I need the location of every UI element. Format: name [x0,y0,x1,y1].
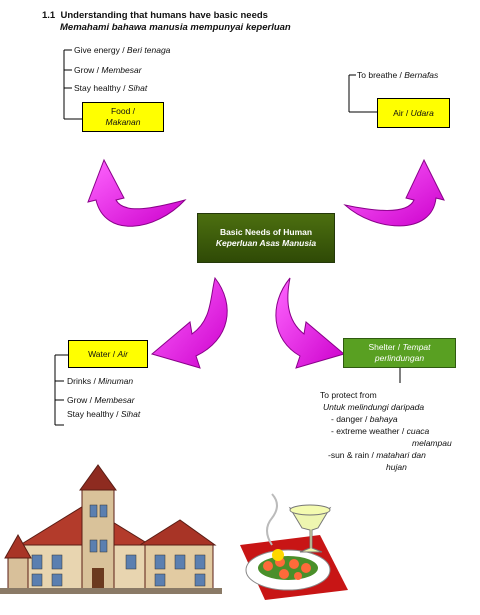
water-item-drinks-ms: Minuman [98,376,134,386]
food-item-healthy-en: Stay healthy / [74,83,128,93]
arrow-to-shelter [275,277,346,369]
food-item-grow-en: Grow / [74,65,102,75]
food-platter-clipart-icon [240,493,348,600]
center-title: Basic Needs of Human [219,227,313,237]
shelter-label-ms: Tempat [402,342,431,352]
page-header: 1.1 Understanding that humans have basic… [42,10,291,34]
shelter-item-danger-en: - danger / [331,414,370,424]
food-item-healthy-ms: Sihat [127,83,148,93]
shelter-item-sun-rain-ms2: hujan [386,462,407,472]
food-item-healthy: Stay healthy / Sihat [74,83,147,94]
water-item-drinks-en: Drinks / [67,376,99,386]
water-item-grow: Grow / Membesar [67,395,135,406]
shelter-intro-ms: Untuk melindungi daripada [323,402,424,413]
shelter-intro-ms-text: Untuk melindungi daripada [323,402,425,412]
food-item-energy-en: Give energy / [74,45,127,55]
shelter-intro-en: To protect from [320,390,377,400]
shelter-label-ms2: perlindungan [374,353,425,363]
air-label-en: Air / [393,107,411,118]
arrow-to-water [150,276,228,369]
food-item-grow: Grow / Membesar [74,65,142,76]
header-line-1: 1.1 Understanding that humans have basic… [42,10,291,22]
shelter-item-danger-ms: bahaya [369,414,398,424]
water-item-healthy: Stay healthy / Sihat [67,409,140,420]
shelter-item-weather-en: - extreme weather / [331,426,407,436]
shelter-item-weather-ms: cuaca [406,426,430,436]
air-item-breathe-ms: Bernafas [404,70,439,80]
shelter-item-sun-rain-cont: hujan [386,462,407,473]
food-item-energy: Give energy / Beri tenaga [74,45,170,56]
shelter-item-sun-rain-ms: matahari dan [376,450,426,460]
header-number: 1.1 [42,10,56,21]
food-label-ms: Makanan [105,117,141,127]
food-bracket [63,49,82,120]
water-label-en: Water / [88,348,118,359]
air-label: Air / Udara [393,108,434,119]
arrow-to-food [87,158,187,227]
water-box: Water / Air [68,340,148,368]
air-item-breathe: To breathe / Bernafas [357,70,438,81]
shelter-item-danger: - danger / bahaya [331,414,398,425]
air-label-ms: Udara [410,107,434,118]
water-item-healthy-en: Stay healthy / [67,409,121,419]
water-label-ms: Air [117,348,128,359]
water-bracket [54,354,68,426]
shelter-label-en: Shelter / [368,342,403,352]
shelter-item-weather-cont: melampau [412,438,452,449]
shelter-label: Shelter / Tempat [368,342,430,353]
water-item-grow-ms: Membesar [94,395,135,405]
water-item-grow-en: Grow / [67,395,95,405]
air-bracket [348,74,377,113]
shelter-item-sun-rain: -sun & rain / matahari dan [328,450,426,461]
header-title: Understanding that humans have basic nee… [60,10,268,21]
shelter-item-weather-ms2: melampau [412,438,452,448]
food-label-en: Food / [110,106,136,116]
shelter-item-weather: - extreme weather / cuaca [331,426,429,437]
food-box: Food / Makanan [82,102,164,132]
shelter-box: Shelter / Tempat perlindungan [343,338,456,368]
air-item-breathe-en: To breathe / [357,70,405,80]
food-item-grow-ms: Membesar [101,65,142,75]
center-box: Basic Needs of Human Keperluan Asas Manu… [197,213,335,263]
center-subtitle: Keperluan Asas Manusia [215,238,317,248]
house-clipart-icon [0,464,222,594]
header-subtitle: Memahami bahawa manusia mempunyai keperl… [60,22,291,33]
water-item-drinks: Drinks / Minuman [67,376,133,387]
air-box: Air / Udara [377,98,450,128]
arrow-to-air [343,158,445,227]
shelter-item-sun-rain-en: -sun & rain / [328,450,377,460]
water-item-healthy-ms: Sihat [120,409,141,419]
food-item-energy-ms: Beri tenaga [126,45,171,55]
header-line-2: Memahami bahawa manusia mempunyai keperl… [42,22,291,34]
water-label: Water / Air [88,349,128,360]
